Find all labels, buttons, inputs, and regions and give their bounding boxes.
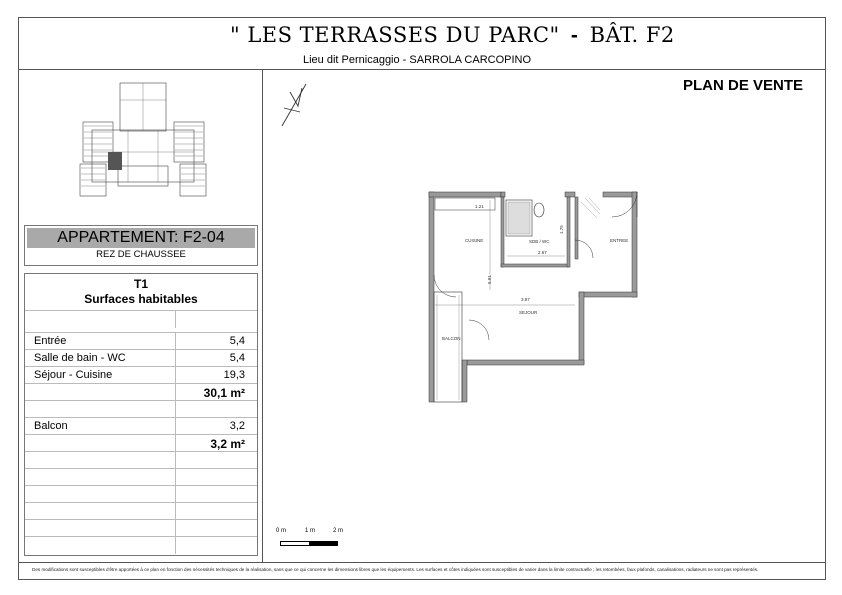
- surfaces-total: 30,1 m²: [203, 386, 245, 400]
- balcony-outline: [433, 291, 463, 403]
- surface-value: 5,4: [229, 352, 245, 364]
- scale-label-0: 0 m: [276, 528, 287, 534]
- apartment-level: REZ DE CHAUSSEE: [96, 249, 186, 260]
- living-door-icon: [468, 319, 490, 341]
- room-label-bathroom: SDB / WC: [529, 239, 550, 244]
- bathroom-door-icon: [574, 239, 594, 259]
- surface-label: Entrée: [34, 335, 67, 347]
- dimension-label: 5.91: [487, 275, 492, 284]
- dimension-label: 2.67: [538, 250, 547, 255]
- shower-icon: [505, 199, 533, 237]
- surfaces-section-title: Surfaces habitables: [84, 292, 198, 306]
- table-row-total: 30,1 m²: [25, 383, 257, 401]
- surfaces-table: T1 Surfaces habitables Entrée 5,4 Salle …: [24, 273, 258, 556]
- dimension-label: 3.97: [521, 297, 530, 302]
- project-title: " LES TERRASSES DU PARC" - BÂT. F2: [230, 23, 675, 48]
- floor-plan: CUISINE SDB / WC ENTREE SEJOUR BALCON 2.…: [428, 191, 638, 403]
- table-row-empty: [25, 468, 257, 486]
- entry-door-icon: [611, 191, 638, 218]
- exterior-value: 3,2: [229, 420, 245, 432]
- plan-type-label: PLAN DE VENTE: [683, 77, 804, 94]
- title-separator: -: [570, 24, 579, 47]
- key-plan-thumbnail: [79, 82, 207, 197]
- table-row-empty: [25, 485, 257, 503]
- footer-divider: [18, 562, 826, 563]
- room-label-kitchen: CUISINE: [465, 238, 483, 243]
- table-row: Balcon 3,2: [25, 417, 257, 435]
- apartment-highlight: [108, 152, 122, 170]
- scale-bar: [280, 541, 338, 546]
- table-row-empty: [25, 400, 257, 418]
- toilet-icon: [533, 202, 545, 218]
- project-name: " LES TERRASSES DU PARC": [230, 23, 560, 47]
- scale-label-2: 2 m: [333, 528, 344, 534]
- table-row: Salle de bain - WC 5,4: [25, 349, 257, 367]
- table-row-empty: [25, 310, 257, 328]
- project-location: Lieu dit Pernicaggio - SARROLA CARCOPINO: [303, 54, 532, 66]
- table-row-empty: [25, 519, 257, 537]
- table-row-total: 3,2 m²: [25, 434, 257, 452]
- apartment-name: APPARTEMENT: F2-04: [27, 228, 255, 248]
- dimension-label: 1.75: [559, 225, 564, 234]
- building-name: BÂT. F2: [589, 23, 675, 47]
- surface-label: Séjour - Cuisine: [34, 369, 113, 381]
- apartment-type: T1: [133, 277, 148, 291]
- scale-bar-black-segment: [309, 542, 337, 545]
- exterior-total: 3,2 m²: [210, 437, 245, 451]
- room-label-entry: ENTREE: [610, 238, 628, 243]
- scale-label-1: 1 m: [305, 528, 316, 534]
- table-row-empty: [25, 451, 257, 469]
- kitchen-counter: [434, 197, 496, 211]
- surface-value: 19,3: [223, 369, 245, 381]
- balcony-door-icon: [433, 274, 457, 298]
- north-arrow-icon: [281, 83, 307, 127]
- table-row: Séjour - Cuisine 19,3: [25, 366, 257, 384]
- room-label-balcony: BALCON: [442, 336, 461, 341]
- apartment-header: APPARTEMENT: F2-04 REZ DE CHAUSSEE: [24, 225, 258, 266]
- surface-label: Salle de bain - WC: [34, 352, 126, 364]
- room-label-living: SEJOUR: [519, 310, 538, 315]
- surface-value: 5,4: [229, 335, 245, 347]
- dimension-label: 1.21: [475, 204, 484, 209]
- table-row-empty: [25, 536, 257, 554]
- table-row-empty: [25, 502, 257, 520]
- table-row: Entrée 5,4: [25, 332, 257, 350]
- footer-disclaimer: Des modifications sont susceptibles d'êt…: [32, 567, 759, 572]
- exterior-label: Balcon: [34, 420, 68, 432]
- header-frame: [18, 17, 826, 70]
